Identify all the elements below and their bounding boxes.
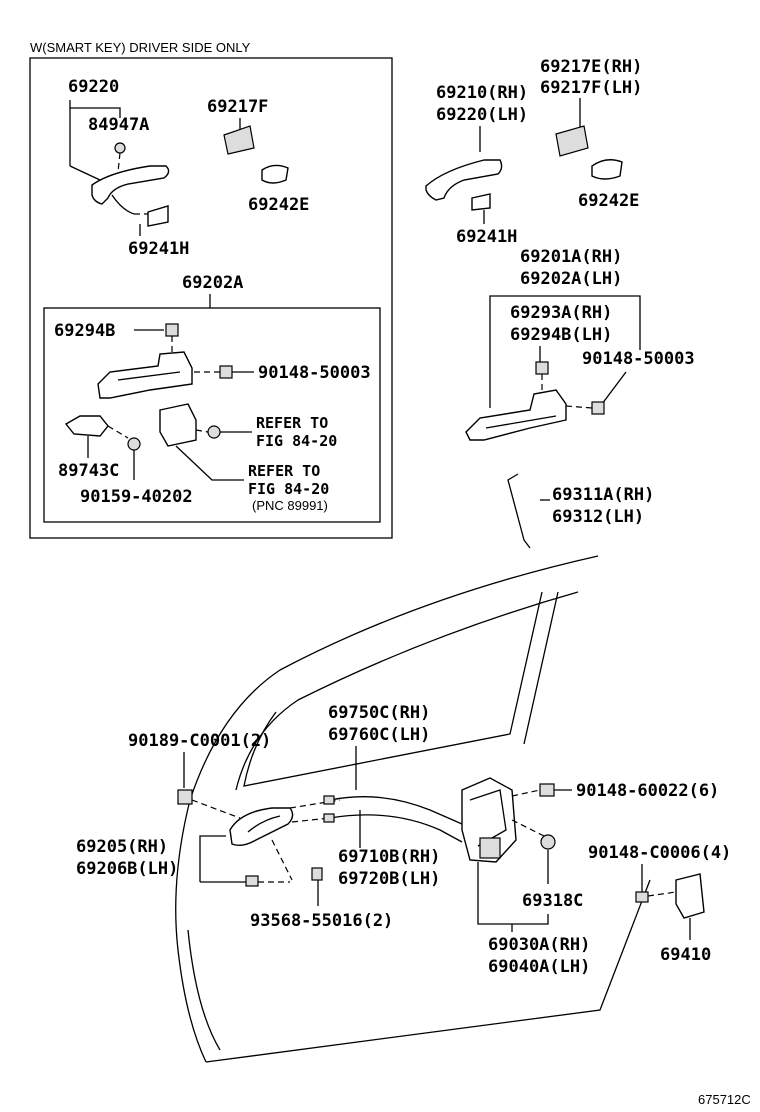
label-90148-C0006: 90148-C0006(4)	[588, 843, 731, 863]
screw-93568-55016	[311, 867, 323, 881]
main-upper-right: 69217E(RH) 69217F(LH) 69210(RH) 69220(LH…	[425, 57, 695, 549]
label-69201A: 69201A(RH)	[520, 247, 622, 267]
label-69206B: 69206B(LH)	[76, 859, 178, 879]
clip-69293A	[535, 361, 549, 375]
gasket-69241H	[471, 193, 491, 211]
label-pnc-89991: (PNC 89991)	[252, 498, 328, 513]
label-69220: 69220(LH)	[436, 105, 528, 125]
outer-handle-69220	[91, 165, 170, 205]
label-69210: 69210(RH)	[436, 83, 528, 103]
inset-inner-box	[43, 307, 381, 523]
label-69242E: 69242E	[578, 191, 639, 211]
gasket-69242E-inset	[261, 164, 289, 184]
gasket-69242E	[591, 159, 623, 180]
smart-key-inset: W(SMART KEY) DRIVER SIDE ONLY 69220 8494…	[29, 40, 393, 539]
label-90148-60022: 90148-60022(6)	[576, 781, 719, 801]
label-84947A: 84947A	[88, 115, 149, 135]
outer-handle-69210	[425, 159, 503, 201]
label-90148-50003: 90148-50003	[582, 349, 695, 369]
cap-69318C	[540, 834, 556, 850]
label-90159-40202: 90159-40202	[80, 487, 193, 507]
main-lower: 69750C(RH) 69760C(LH) 90189-C0001(2) 692…	[76, 703, 731, 977]
inset-outer-box	[29, 57, 393, 539]
bracket-89743C	[64, 415, 109, 437]
label-fig-84-20-1: FIG 84-20	[256, 432, 337, 450]
label-69294B-inset: 69294B	[54, 321, 115, 341]
figure-code: 675712C	[698, 1092, 751, 1107]
label-69311A: 69311A(RH)	[552, 485, 654, 505]
label-69294B: 69294B(LH)	[510, 325, 612, 345]
label-69720B: 69720B(LH)	[338, 869, 440, 889]
label-89743C: 89743C	[58, 461, 119, 481]
sensor-module	[159, 403, 197, 447]
label-69241H-inset: 69241H	[128, 239, 189, 259]
cable-end-2	[323, 813, 335, 823]
label-69293A: 69293A(RH)	[510, 303, 612, 323]
cable-69750C	[329, 796, 463, 825]
screw-inside-handle	[245, 875, 259, 887]
door-lock-69030A	[461, 777, 517, 863]
label-69410: 69410	[660, 945, 711, 965]
label-90189-C0001: 90189-C0001(2)	[128, 731, 271, 751]
nut-84947A	[114, 142, 126, 154]
label-refer-to-1: REFER TO	[256, 414, 328, 432]
door-panel-outline	[175, 555, 651, 1063]
label-93568-55016: 93568-55016(2)	[250, 911, 393, 931]
label-fig-84-20-2: FIG 84-20	[248, 480, 329, 498]
cap-69217E	[555, 125, 589, 157]
label-69760C: 69760C(LH)	[328, 725, 430, 745]
screw-90148-C0006	[635, 891, 649, 903]
label-69040A: 69040A(LH)	[488, 957, 590, 977]
label-69312: 69312(LH)	[552, 507, 644, 527]
label-69241H: 69241H	[456, 227, 517, 247]
label-refer-to-2: REFER TO	[248, 462, 320, 480]
striker-69410	[675, 873, 705, 919]
label-69205: 69205(RH)	[76, 837, 168, 857]
label-69030A: 69030A(RH)	[488, 935, 590, 955]
inset-title: W(SMART KEY) DRIVER SIDE ONLY	[30, 40, 251, 55]
clip-69294B	[165, 323, 179, 337]
screw-refer-fig-84-20	[207, 425, 221, 439]
screw-90148-50003	[591, 401, 605, 415]
gasket-69241H-inset	[147, 205, 169, 227]
cap-69217F	[223, 125, 255, 155]
label-69202A-inset: 69202A	[182, 273, 243, 293]
label-90148-50003-inset: 90148-50003	[258, 363, 371, 383]
inside-handle-69205	[229, 807, 294, 847]
handle-frame-69201A	[465, 389, 567, 441]
screw-90159-40202	[127, 437, 141, 451]
clip-90189-C0001	[177, 789, 193, 805]
rod-69311A	[507, 473, 531, 549]
screw-90148-50003-inset	[219, 365, 233, 379]
screw-90148-60022	[539, 783, 555, 797]
label-69710B: 69710B(RH)	[338, 847, 440, 867]
cable-end-1	[323, 795, 335, 805]
label-69217F-inset: 69217F	[207, 97, 268, 117]
label-69318C: 69318C	[522, 891, 583, 911]
label-69217F: 69217F(LH)	[540, 78, 642, 98]
cable-69710B	[329, 814, 463, 843]
label-69220-inset: 69220	[68, 77, 119, 97]
label-69202A: 69202A(LH)	[520, 269, 622, 289]
label-69217E: 69217E(RH)	[540, 57, 642, 77]
lock-lever	[479, 837, 501, 859]
handle-frame-69202A	[97, 351, 193, 399]
label-69242E-inset: 69242E	[248, 195, 309, 215]
label-69750C: 69750C(RH)	[328, 703, 430, 723]
